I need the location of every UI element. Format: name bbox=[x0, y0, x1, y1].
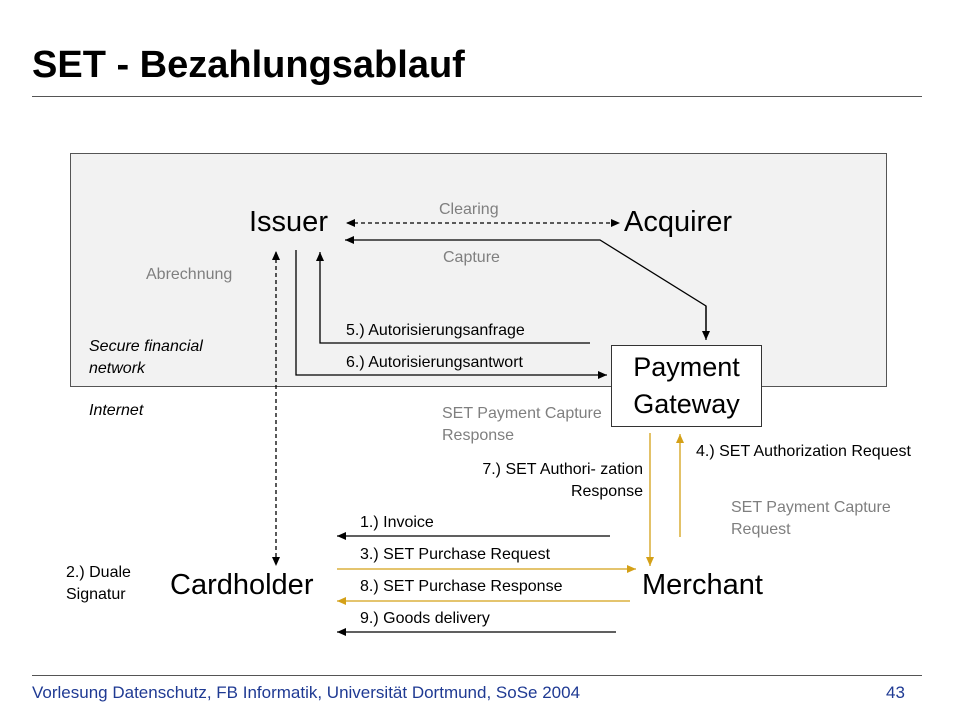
payment-gateway-box bbox=[611, 345, 762, 427]
step3-label: 3.) SET Purchase Request bbox=[360, 546, 551, 563]
acquirer-node: Acquirer bbox=[624, 206, 732, 238]
abrechnung-label: Abrechnung bbox=[146, 266, 233, 283]
capture-label: Capture bbox=[443, 249, 500, 266]
cardholder-node: Cardholder bbox=[170, 569, 314, 601]
step5-arrow bbox=[316, 252, 590, 344]
page-number: 43 bbox=[886, 683, 905, 702]
capture-request-label: SET Payment Capture Request bbox=[731, 499, 891, 538]
step1-label: 1.) Invoice bbox=[360, 514, 434, 531]
capture-response-label: SET Payment Capture Response bbox=[442, 405, 602, 444]
footer-divider bbox=[32, 675, 922, 676]
payment-gateway-node: Payment Gateway bbox=[633, 352, 740, 419]
slide-title: SET - Bezahlungsablauf bbox=[32, 44, 465, 86]
capture-arrow bbox=[345, 236, 707, 333]
merchant-node: Merchant bbox=[642, 569, 763, 601]
step8-label: 8.) SET Purchase Response bbox=[360, 578, 563, 595]
step5-label: 5.) Autorisierungsanfrage bbox=[346, 322, 525, 339]
issuer-node: Issuer bbox=[249, 206, 328, 238]
step6-arrow bbox=[295, 250, 607, 379]
internet-label: Internet bbox=[89, 402, 144, 419]
clearing-label: Clearing bbox=[439, 201, 499, 218]
secure-network-label: Secure financial network bbox=[89, 338, 203, 377]
footer-text: Vorlesung Datenschutz, FB Informatik, Un… bbox=[32, 683, 581, 702]
step9-label: 9.) Goods delivery bbox=[360, 610, 490, 627]
step6-label: 6.) Autorisierungsantwort bbox=[346, 354, 523, 371]
title-divider bbox=[32, 96, 922, 97]
step2-label: 2.) Duale Signatur bbox=[66, 564, 131, 603]
step4-label: 4.) SET Authorization Request bbox=[696, 443, 911, 460]
step7-label: 7.) SET Authori- zation Response bbox=[482, 461, 643, 500]
